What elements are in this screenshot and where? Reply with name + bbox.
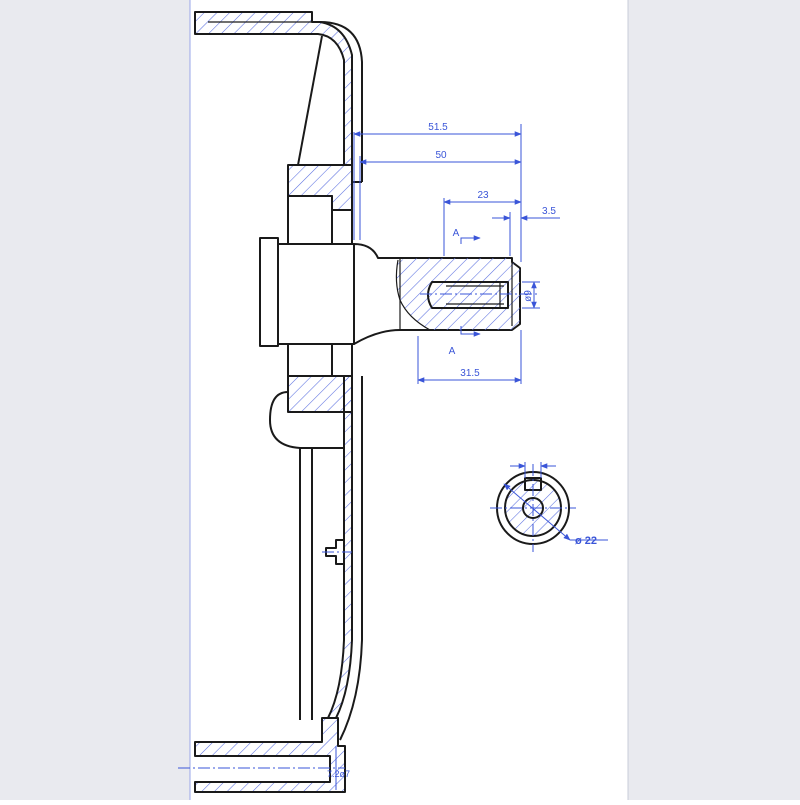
dim-text-7-2: 7.2ø7 (327, 769, 350, 779)
lower-boss (269, 391, 344, 449)
conical-rib (297, 35, 323, 166)
dim-text-31-5: 31.5 (460, 368, 480, 379)
housing-outer-wall-upper (319, 21, 363, 182)
bottom-flange-section (194, 717, 346, 793)
section-view-a-a: ø 22 (490, 462, 608, 552)
shaft-bore (427, 281, 509, 309)
dim-text-3-5: 3.5 (542, 206, 556, 217)
dim-text-dia9: ø9 (523, 290, 534, 302)
lower-hub-section (287, 375, 353, 413)
dim-text-51-5: 51.5 (428, 122, 448, 133)
shaft-section-hatch (396, 258, 520, 330)
dia22-leader (503, 483, 571, 541)
section-arrow-top (460, 235, 481, 244)
dim-text-dia22: ø 22 (575, 535, 597, 547)
housing-outer-wall-lower (339, 376, 363, 741)
sheet-background (190, 0, 628, 800)
dim-text-50: 50 (435, 150, 447, 161)
section-label-top: A (453, 228, 460, 239)
dim-text-23: 23 (477, 190, 489, 201)
section-arrow-bottom (460, 326, 481, 337)
section-label-bottom: A (449, 346, 456, 357)
